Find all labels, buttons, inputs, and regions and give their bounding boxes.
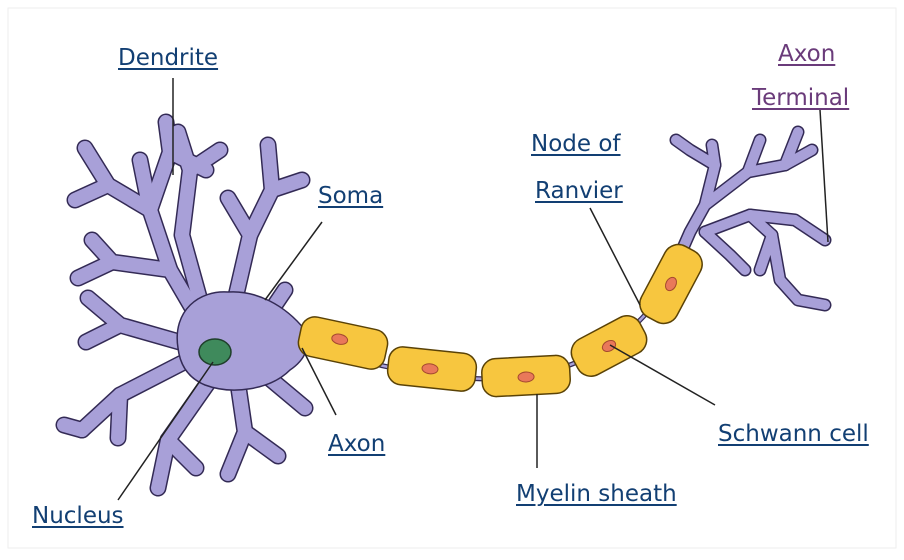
- label-node-of-ranvier-line1[interactable]: Node of: [531, 130, 621, 158]
- schwann-cell-segment: [386, 346, 477, 393]
- label-axon-terminal-line1[interactable]: Axon: [778, 40, 835, 68]
- label-nucleus[interactable]: Nucleus: [32, 502, 124, 530]
- label-schwann-cell[interactable]: Schwann cell: [718, 420, 869, 448]
- label-axon-terminal-line2[interactable]: Terminal: [752, 84, 849, 112]
- label-node-of-ranvier-line2[interactable]: Ranvier: [535, 177, 623, 205]
- schwann-cell-segment: [481, 355, 571, 398]
- cell-nucleus: [199, 339, 231, 365]
- label-myelin-sheath[interactable]: Myelin sheath: [516, 480, 677, 508]
- label-dendrite[interactable]: Dendrite: [118, 44, 218, 72]
- label-axon[interactable]: Axon: [328, 430, 385, 458]
- label-soma[interactable]: Soma: [318, 182, 383, 210]
- schwann-cell-nucleus: [518, 372, 535, 383]
